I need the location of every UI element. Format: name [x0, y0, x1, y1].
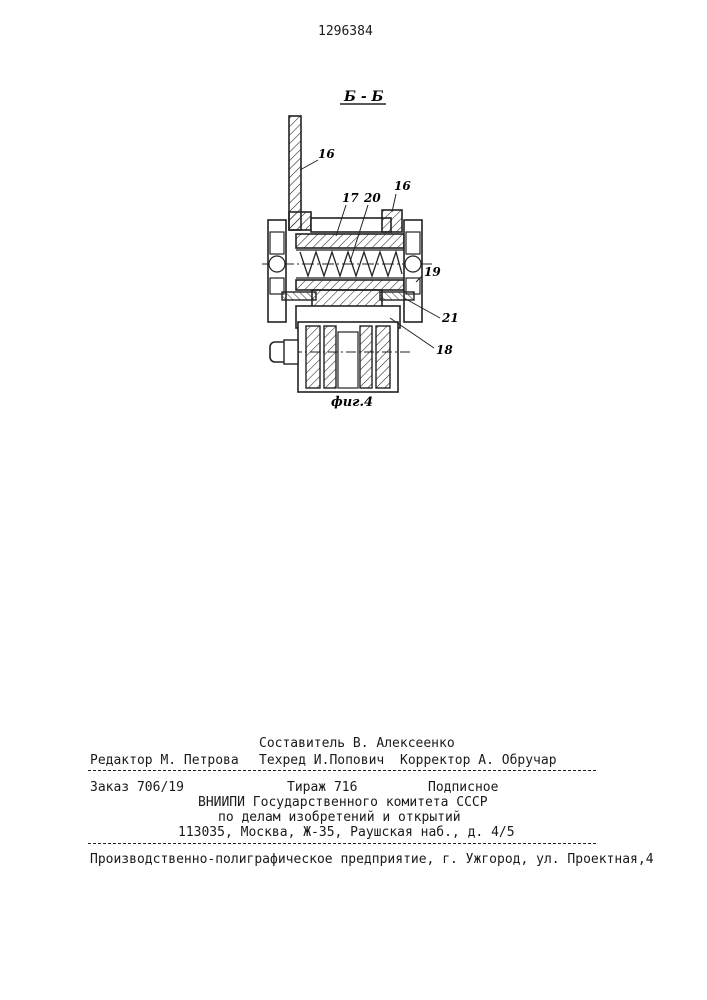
callout-16-left: 16	[318, 147, 335, 161]
section-label: Б - Б	[343, 89, 384, 105]
callout-21: 21	[441, 311, 459, 325]
editor-line: Редактор М. Петрова	[90, 753, 239, 769]
figure-caption: фиг.4	[331, 395, 373, 410]
corrector-line: Корректор А. Обручар	[400, 753, 557, 769]
circulation-line: Тираж 716	[287, 780, 357, 796]
subscription-line: Подписное	[428, 780, 498, 796]
techeditor-line: Техред И.Попович	[259, 753, 384, 769]
divider-bottom	[88, 843, 596, 844]
org-line-1: ВНИИПИ Государственного комитета СССР	[198, 795, 488, 811]
divider-top	[88, 770, 596, 771]
order-line: Заказ 706/19	[90, 780, 184, 796]
callout-19: 19	[424, 265, 441, 279]
callout-18: 18	[436, 343, 453, 357]
callout-16-right: 16	[394, 179, 411, 193]
compiler-line: Составитель В. Алексеенко	[259, 736, 455, 752]
section-drawing: Б - Б 16 17 20 16	[0, 0, 707, 440]
callout-17: 17	[342, 191, 359, 205]
callout-20: 20	[363, 191, 381, 205]
printer-line: Производственно-полиграфическое предприя…	[90, 852, 654, 868]
org-line-2: по делам изобретений и открытий	[218, 810, 461, 826]
address-line: 113035, Москва, Ж-35, Раушская наб., д. …	[178, 825, 515, 841]
